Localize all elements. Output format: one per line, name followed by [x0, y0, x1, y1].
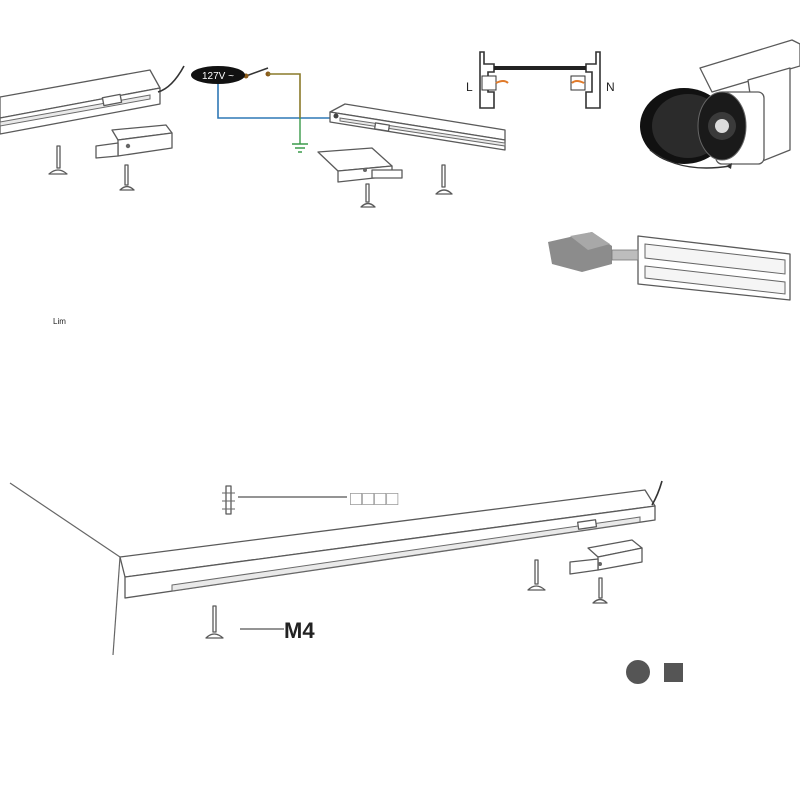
wiring-circuit: 127V ~ — [191, 66, 340, 153]
circle-marker-icon — [626, 660, 650, 684]
spotlight-fixture — [640, 39, 800, 169]
track-cross-section: L N — [466, 51, 615, 109]
stray-text: Lim — [53, 317, 66, 326]
screw-icon — [205, 605, 224, 639]
main-end-cap — [569, 539, 643, 575]
screw-icon — [222, 485, 235, 515]
neutral-wire — [217, 82, 340, 119]
ceiling-wall — [9, 482, 121, 656]
line-label: L — [466, 80, 473, 94]
screw-icon — [48, 145, 68, 175]
screw-size-label: M4 — [284, 618, 315, 643]
neutral-label: N — [606, 80, 615, 94]
square-marker-icon — [664, 663, 683, 682]
top-middle-track — [329, 103, 506, 151]
connector-insert — [548, 232, 791, 301]
screw-icon — [360, 183, 376, 208]
ground-symbol-icon — [292, 143, 308, 153]
top-middle-end-cap — [317, 147, 403, 183]
top-left-track — [0, 65, 185, 135]
voltage-badge: 127V ~ — [191, 66, 245, 84]
pointer-label: □□□□ — [350, 488, 398, 510]
screw-icon — [119, 164, 135, 191]
screw-icon — [435, 164, 453, 195]
switch-icon — [245, 67, 269, 77]
screw-icon — [592, 577, 608, 604]
live-wire — [268, 73, 301, 118]
main-track — [119, 480, 663, 599]
top-left-end-cap — [95, 124, 173, 159]
voltage-label: 127V ~ — [202, 71, 234, 82]
screw-icon — [527, 559, 546, 591]
